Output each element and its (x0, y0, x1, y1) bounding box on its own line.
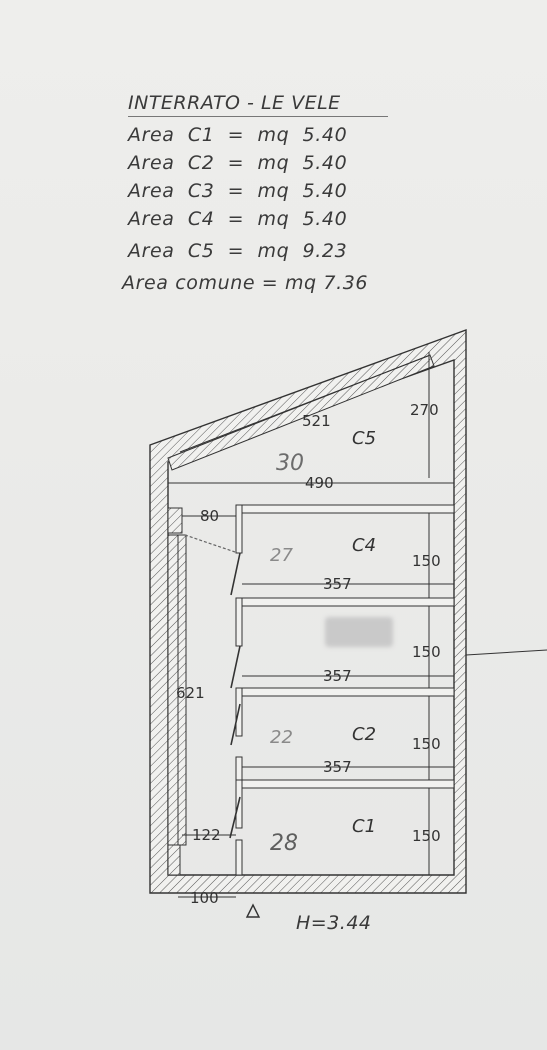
dim-100: 100 (190, 889, 219, 907)
corridor-pillar-lower (167, 844, 181, 876)
dim-357-c4: 357 (323, 575, 352, 593)
dim-490: 490 (305, 474, 334, 492)
room-label-c2: C2 (352, 724, 376, 745)
room-label-c4: C4 (352, 535, 376, 556)
entrance-triangle-icon (245, 903, 261, 918)
legend-title: INTERRATO - LE VELE (128, 92, 388, 117)
redacted-label (325, 617, 393, 647)
c2-door (230, 703, 241, 746)
handwritten-c4: 27 (270, 545, 293, 566)
annotation-leader (465, 649, 547, 656)
dim-270: 270 (410, 401, 439, 419)
c1-jamb-lower (235, 839, 243, 876)
handwritten-c1: 28 (270, 831, 298, 856)
c3-door (230, 645, 241, 689)
dim-122: 122 (192, 826, 221, 844)
area-row: Area C4 = mq 5.40 (128, 208, 348, 230)
dim-150-c1: 150 (412, 827, 441, 845)
c4-jamb (235, 504, 243, 554)
c2-jamb-lower (235, 756, 243, 781)
area-row: Area C2 = mq 5.40 (128, 152, 348, 174)
dim-150-c2: 150 (412, 735, 441, 753)
dim-150-c4: 150 (412, 552, 441, 570)
partition-wall-c4-c3 (235, 597, 455, 607)
area-row: Area comune = mq 7.36 (122, 272, 369, 294)
area-row: Area C1 = mq 5.40 (128, 124, 348, 146)
room-label-c5: C5 (352, 428, 376, 449)
dim-80: 80 (200, 507, 219, 525)
corridor-notch (167, 507, 183, 534)
dim-357-c2: 357 (323, 758, 352, 776)
partition-wall-c3-c2 (235, 687, 455, 697)
area-row: Area C3 = mq 5.40 (128, 180, 348, 202)
dim-line-521 (179, 355, 429, 453)
partition-wall-c5-c4 (235, 504, 455, 514)
handwritten-c5: 30 (276, 451, 304, 476)
dim-621: 621 (176, 684, 205, 702)
dim-150-c3: 150 (412, 643, 441, 661)
floor-plan: 521 270 490 80 150 357 150 357 621 150 3… (149, 329, 547, 918)
c4-door (230, 552, 241, 596)
c1-door (229, 796, 241, 839)
room-label-c1: C1 (352, 816, 376, 837)
ceiling-height: H=3.44 (296, 912, 372, 934)
area-legend: INTERRATO - LE VELE Area C1 = mq 5.40 Ar… (122, 92, 448, 297)
c3-jamb (235, 597, 243, 647)
pen-mark (184, 534, 236, 553)
partition-wall-c2-c1 (235, 779, 455, 789)
area-row: Area C5 = mq 9.23 (128, 240, 348, 262)
handwritten-c2: 22 (270, 727, 293, 748)
dim-357-c3: 357 (323, 667, 352, 685)
dim-521: 521 (302, 412, 331, 430)
